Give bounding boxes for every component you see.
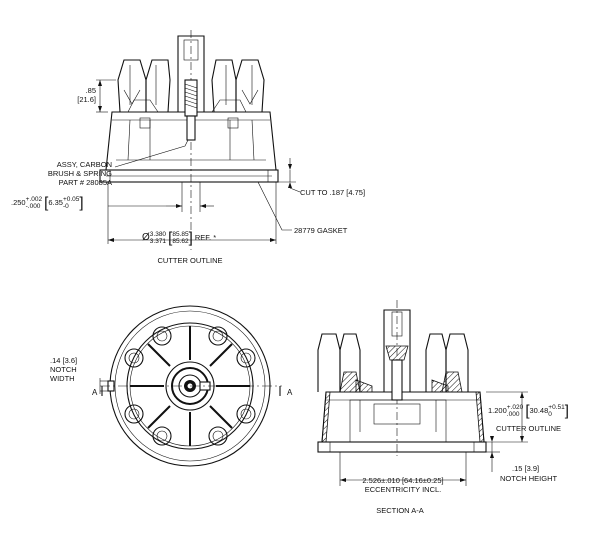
top-elevation-view — [96, 30, 301, 250]
section-height-in-lower: .000 — [506, 411, 520, 418]
tol-mm-upper: +0.05 — [62, 196, 80, 203]
dia-star: * — [213, 232, 217, 242]
section-center-tower — [383, 309, 411, 392]
notch-width-label: .14 [3.6] NOTCH WIDTH — [50, 356, 77, 383]
notch-height-word: NOTCH HEIGHT — [500, 474, 558, 483]
dia-mm-lower: 85.62 — [172, 238, 189, 245]
section-base — [317, 441, 487, 453]
dia-in-lower: 3.371 — [149, 238, 167, 245]
cutter-outline-caption: CUTTER OUTLINE — [157, 256, 223, 265]
base-flange — [99, 169, 279, 183]
diameter-symbol: Ø — [142, 231, 150, 243]
gasket-label: 28779 GASKET — [294, 226, 348, 235]
carbon-brush-label: ASSY, CARBON BRUSH & SPRING PART # 28085… — [30, 160, 112, 187]
section-marker-left: A — [92, 388, 98, 397]
section-height-mm-upper: +0.51 — [548, 404, 565, 411]
tol-in-base: .250 — [11, 197, 26, 207]
eccentricity-label: 2.526±.010 [64.16±0.25] ECCENTRICITY INC… — [326, 476, 480, 494]
tol-mm-base: 6.35 — [48, 197, 63, 207]
terminal-tower-right-inner — [211, 59, 237, 113]
notch-height-dim: .15 [3.9] — [512, 464, 540, 473]
carbon-label-line-3: PART # 28085A — [58, 178, 112, 187]
terminal-tower-right-outer — [235, 59, 265, 113]
height-dimension-in: .85 — [85, 86, 96, 95]
notch-width-word-2: WIDTH — [50, 374, 75, 383]
carbon-label-line-1: ASSY, CARBON — [56, 160, 112, 169]
section-height-in: 1.200 — [488, 405, 507, 415]
carbon-brush-spring — [184, 79, 198, 141]
dia-ref: REF. — [194, 232, 212, 242]
cut-to-label: CUT TO .187 [4.75] — [300, 188, 366, 197]
eccentricity-dim: 2.526±.010 [64.16±0.25] — [362, 476, 444, 485]
height-dimension: .85 [21.6] — [56, 86, 96, 104]
terminal-tower-left-inner — [145, 59, 171, 113]
tol-in-upper: +.002 — [25, 196, 43, 203]
dia-in-upper: 3.380 — [149, 231, 167, 238]
section-height-mm: 30.48 — [529, 405, 549, 415]
notch-width-dim: .14 [3.6] — [50, 356, 78, 365]
section-view — [317, 300, 528, 486]
section-cutter-outline: CUTTER OUTLINE — [496, 424, 562, 433]
tol-in-lower: -.000 — [25, 203, 41, 210]
pin-tolerance: .250+.002-.000 [6.35+0.05-0] — [11, 194, 84, 212]
dia-mm-upper: 85.85 — [172, 231, 189, 238]
section-caption: SECTION A-A — [376, 506, 424, 515]
notch-height-label: .15 [3.9] — [512, 464, 539, 473]
section-height-mm-lower: 0 — [548, 411, 552, 418]
terminal-holes — [124, 326, 256, 446]
section-height-in-upper: +.020 — [506, 404, 524, 411]
notch-width-word-1: NOTCH — [50, 365, 77, 374]
section-marker-right: A — [287, 388, 293, 397]
eccentricity-note: ECCENTRICITY INCL. — [364, 485, 442, 494]
tol-mm-lower: -0 — [62, 203, 69, 210]
plan-view — [99, 305, 282, 467]
carbon-label-line-2: BRUSH & SPRING — [47, 169, 112, 178]
height-dimension-mm: [21.6] — [77, 95, 96, 104]
